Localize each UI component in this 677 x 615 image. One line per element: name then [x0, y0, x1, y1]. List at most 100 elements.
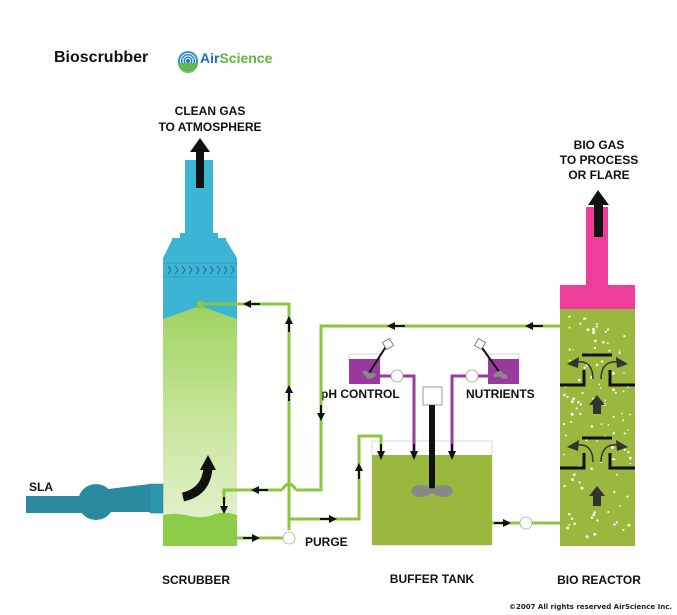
- gas-bubble: [613, 490, 616, 494]
- gas-bubble: [594, 339, 597, 343]
- gas-bubble: [583, 366, 586, 369]
- gas-bubble: [579, 412, 582, 416]
- gas-bubble: [596, 519, 599, 522]
- gas-bubble: [580, 486, 584, 490]
- gas-bubble: [570, 517, 574, 521]
- gas-bubble: [629, 413, 631, 416]
- buffer-tank: [371, 386, 493, 546]
- pipe-flow-arrows-icon: [220, 300, 543, 542]
- gas-bubble: [606, 342, 609, 345]
- gas-bubble: [563, 484, 566, 488]
- clean-gas-label-line2: TO ATMOSPHERE: [158, 120, 261, 134]
- scrubber-label: SCRUBBER: [162, 573, 230, 587]
- gas-bubble: [612, 432, 615, 435]
- ph-control-label: pH CONTROL: [321, 387, 400, 401]
- dosing-down-arrows-icon: [410, 444, 456, 460]
- gas-flow-arrow-icon: [181, 467, 213, 502]
- gas-bubble: [607, 424, 610, 426]
- gas-bubble: [590, 516, 594, 519]
- gas-bubble: [572, 349, 574, 351]
- gas-bubble: [579, 403, 582, 406]
- gas-bubble: [627, 451, 630, 454]
- agitator-shaft: [429, 405, 435, 490]
- gas-bubble: [562, 422, 566, 426]
- scrubber: [163, 160, 237, 546]
- gas-bubble: [622, 528, 625, 532]
- recirculation-pump: [282, 531, 296, 545]
- ph-dosing-pump: [390, 369, 404, 383]
- gas-bubble: [627, 429, 630, 432]
- gas-bubble: [572, 397, 575, 401]
- gas-bubble: [615, 521, 618, 524]
- gas-bubble: [600, 423, 603, 425]
- logo-rings-icon: [178, 51, 198, 73]
- gas-bubble: [628, 456, 632, 460]
- biogas-up-arrow-icon: [588, 190, 609, 237]
- gas-bubble: [596, 440, 598, 442]
- gas-bubble: [604, 399, 606, 402]
- airscience-logo: AirScience: [178, 50, 273, 73]
- sla-inlet-duct: [26, 496, 86, 513]
- gas-bubble: [592, 513, 596, 517]
- logo-text-science: Science: [219, 50, 272, 66]
- scrubber-hood: [163, 240, 237, 258]
- up-arrow-lower-icon: [589, 486, 605, 506]
- spray-nozzle: [197, 301, 203, 308]
- gas-bubble: [585, 535, 589, 539]
- gas-bubble: [575, 407, 578, 410]
- transfer-pump: [519, 516, 533, 530]
- gas-bubble: [568, 359, 571, 362]
- clean-gas-label-line1: CLEAN GAS: [175, 104, 246, 118]
- nutrients-label: NUTRIENTS: [466, 387, 535, 401]
- gas-bubble: [586, 328, 590, 332]
- gas-bubble: [612, 388, 615, 392]
- baffle-upper: [560, 353, 635, 387]
- gas-bubble: [610, 445, 615, 449]
- gas-bubble: [618, 350, 621, 352]
- gas-bubble: [563, 453, 566, 456]
- biogas-label-line1: BIO GAS: [574, 138, 625, 152]
- page-title: Bioscrubber: [54, 49, 148, 66]
- gas-bubble: [626, 495, 629, 498]
- nutrients-tank: [473, 337, 520, 384]
- gas-bubble: [608, 349, 611, 352]
- gas-bubble: [627, 523, 631, 527]
- reactor-column: [560, 309, 635, 546]
- gas-bubble: [595, 363, 599, 367]
- gas-bubble: [578, 378, 581, 382]
- gas-bubble: [590, 425, 594, 428]
- gas-bubble: [568, 326, 571, 329]
- gas-bubble: [565, 526, 570, 530]
- gas-bubble: [578, 400, 580, 403]
- gas-bubble: [618, 351, 621, 355]
- gas-bubble: [600, 360, 604, 363]
- gas-bubble: [570, 420, 573, 423]
- gas-bubble: [604, 330, 607, 333]
- gas-bubble: [618, 505, 621, 507]
- gas-bubble: [612, 415, 615, 419]
- impeller-icon: [411, 485, 453, 497]
- reactor-headspace: [560, 285, 635, 309]
- gas-bubble: [590, 467, 593, 470]
- gas-bubble: [621, 412, 623, 415]
- svg-text:AirScience: AirScience: [200, 50, 273, 66]
- mist-eliminator: [167, 265, 235, 275]
- clean-gas-up-arrow-icon: [190, 138, 210, 188]
- gas-bubble: [568, 524, 571, 526]
- gas-bubble: [623, 432, 626, 435]
- gas-bubble: [566, 395, 569, 399]
- gas-bubble: [622, 390, 625, 393]
- gas-bubble: [601, 340, 605, 344]
- gas-bubble: [579, 322, 582, 325]
- gas-bubble: [568, 348, 571, 351]
- scrubber-sump: [163, 512, 237, 546]
- gas-bubble: [593, 532, 597, 536]
- gas-bubble: [585, 317, 587, 320]
- gas-bubble: [623, 372, 625, 374]
- biogas-label-line3: OR FLARE: [568, 168, 629, 182]
- agitator-motor: [422, 386, 443, 406]
- gas-bubble: [578, 481, 581, 484]
- flow-curve-arrows-lower-icon: [575, 444, 620, 463]
- gas-bubble: [606, 328, 610, 331]
